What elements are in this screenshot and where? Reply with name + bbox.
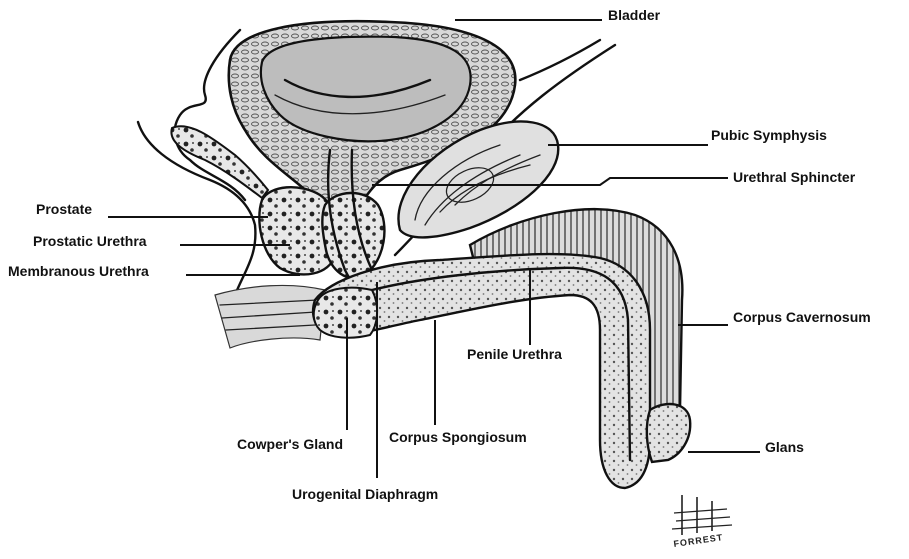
label-membranous-urethra: Membranous Urethra [8,263,149,279]
perineal-tissue [215,285,325,348]
label-corpus-cavernosum: Corpus Cavernosum [733,309,871,325]
label-pubic-symphysis: Pubic Symphysis [711,127,827,143]
glans [647,404,690,462]
cowpers-gland [314,288,377,338]
anterior-fascia [520,40,600,80]
label-bladder: Bladder [608,7,661,23]
signature-text: FORREST [673,532,724,549]
label-penile-urethra: Penile Urethra [467,346,562,362]
label-prostatic-urethra: Prostatic Urethra [33,233,147,249]
label-glans: Glans [765,439,804,455]
label-urogenital-diaphragm: Urogenital Diaphragm [292,486,438,502]
label-cowpers-gland: Cowper's Gland [237,436,343,452]
label-corpus-spongiosum: Corpus Spongiosum [389,429,527,445]
artist-signature: FORREST [672,495,732,549]
label-urethral-sphincter: Urethral Sphincter [733,169,856,185]
label-prostate: Prostate [36,201,92,217]
